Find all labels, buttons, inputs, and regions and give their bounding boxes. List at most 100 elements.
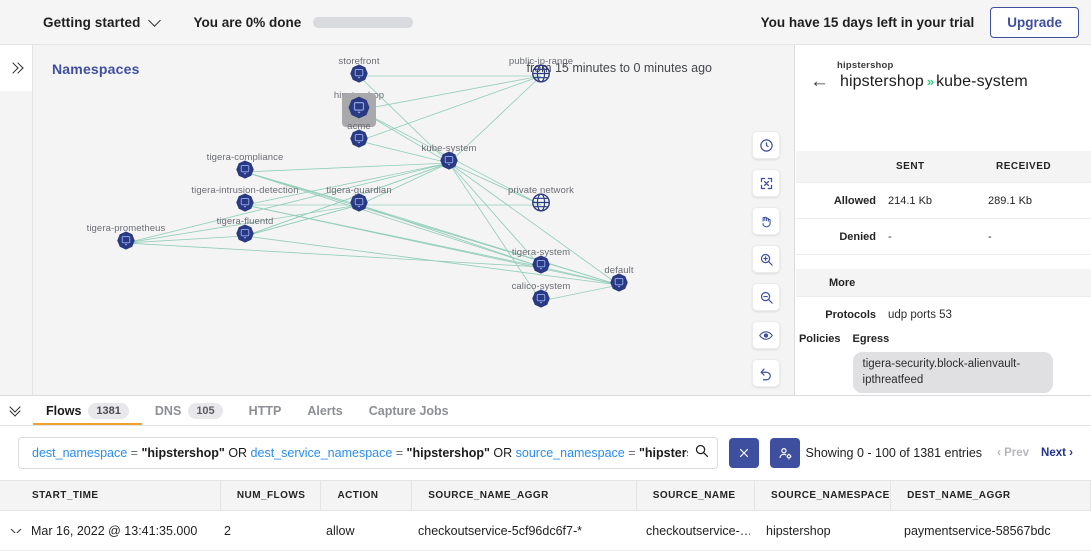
detail-header: ← hipstershop»kube-system [810, 72, 1028, 91]
allowed-sent: 214.1 Kb [888, 194, 933, 207]
graph-node-acme[interactable] [349, 129, 369, 154]
expand-icon[interactable] [752, 169, 780, 197]
detail-destination: kube-system [936, 72, 1028, 90]
policy-chip-list: tigera-security.block-alienvault-ipthrea… [852, 352, 1091, 395]
denied-sent: - [888, 230, 892, 243]
policies-row: Policies Egress tigera-security.block-al… [796, 321, 1091, 395]
undo-icon[interactable] [752, 359, 780, 387]
detail-namespace-label: hipstershop [837, 60, 894, 71]
graph-toolbar[interactable] [752, 131, 780, 395]
column-header-start_time[interactable]: START_TIME [16, 481, 221, 510]
eye-icon[interactable] [752, 321, 780, 349]
getting-started-dropdown[interactable]: Getting started [43, 14, 161, 30]
active-tab-underline [33, 422, 142, 425]
cell-source_name: checkoutservice-… [646, 523, 750, 538]
graph-node-tigera-prometheus[interactable] [116, 231, 136, 256]
column-header-dest_name_aggr[interactable]: DEST_NAME_AGGR [891, 481, 1091, 510]
policies-direction: Egress [852, 333, 890, 345]
policy-chip[interactable]: tigera-security.block-alienvault-ipthrea… [852, 352, 1053, 394]
onboarding-progress-bar [313, 16, 414, 28]
protocols-value: udp ports 53 [888, 309, 952, 321]
tab-http[interactable]: HTTP [236, 396, 295, 425]
query-token-val: "hipstershop" [639, 446, 688, 460]
double-chevron-right-icon [6, 61, 24, 74]
search-icon[interactable] [688, 443, 709, 463]
col-sent: SENT [896, 161, 925, 172]
pager[interactable]: ‹ Prev Next › [997, 447, 1073, 459]
cell-num_flows: 2 [224, 523, 231, 538]
graph-node-tigera-guardian[interactable] [349, 193, 369, 218]
tab-alerts[interactable]: Alerts [294, 396, 355, 425]
sidebar-expand-button[interactable] [0, 45, 33, 91]
denied-received: - [988, 230, 992, 243]
graph-node-hipstershop[interactable] [347, 96, 371, 125]
double-chevron-down-icon [9, 400, 23, 417]
more-section-header[interactable]: More [796, 269, 1091, 297]
detail-panel: hipstershop ← hipstershop»kube-system SE… [796, 45, 1091, 395]
column-header-source_name_aggr[interactable]: SOURCE_NAME_AGGR [412, 481, 637, 510]
search-input[interactable]: dest_namespace = "hipstershop" OR dest_s… [18, 437, 718, 469]
prev-page-button[interactable]: ‹ Prev [997, 447, 1030, 459]
protocols-label: Protocols [825, 309, 876, 321]
node-label-tigera-intrusion-detection: tigera-intrusion-detection [191, 185, 299, 196]
detail-source: hipstershop [840, 72, 924, 90]
user-settings-button[interactable] [770, 438, 800, 468]
showing-text: Showing 0 - 100 of 1381 entries [805, 446, 983, 460]
node-label-tigera-system: tigera-system [511, 247, 571, 258]
tab-label: Capture Jobs [368, 403, 449, 418]
graph-node-storefront[interactable] [349, 64, 369, 89]
node-label-calico-system: calico-system [511, 281, 571, 292]
zoom-in-icon[interactable] [752, 245, 780, 273]
graph-node-default[interactable] [609, 273, 629, 298]
filter-bar: dest_namespace = "hipstershop" OR dest_s… [0, 426, 1091, 480]
column-header-num_flows[interactable]: NUM_FLOWS [221, 481, 322, 510]
row-expand-chevron-icon[interactable] [0, 528, 31, 533]
query-token-field: dest_namespace [32, 446, 128, 460]
graph-node-kube-system[interactable] [439, 151, 459, 176]
cell-start_time: Mar 16, 2022 @ 13:41:35.000 [31, 523, 198, 538]
graph-node-tigera-fluentd[interactable] [235, 224, 255, 249]
graph-node-tigera-compliance[interactable] [235, 160, 255, 185]
pagination-summary: Showing 0 - 100 of 1381 entries ‹ Prev N… [806, 446, 1073, 460]
graph-node-private-network[interactable] [530, 191, 553, 219]
getting-started-label: Getting started [43, 14, 141, 30]
graph-node-tigera-intrusion-detection[interactable] [235, 193, 255, 218]
back-arrow-icon[interactable]: ← [810, 71, 829, 92]
traffic-summary-table: SENT RECEIVED Allowed 214.1 Kb 289.1 Kb … [796, 151, 1091, 395]
sidebar-rail [0, 91, 33, 395]
upgrade-button[interactable]: Upgrade [990, 6, 1079, 38]
tabs-divider [0, 425, 1091, 426]
column-header-source_name[interactable]: SOURCE_NAME [637, 481, 756, 510]
clock-icon[interactable] [752, 131, 780, 159]
graph-edges [125, 75, 620, 302]
tab-label: Alerts [307, 403, 343, 418]
graph-time-range: from 15 minutes to 0 minutes ago [526, 61, 712, 75]
service-graph-panel[interactable]: Namespaces from 15 minutes to 0 minutes … [33, 45, 795, 395]
node-label-tigera-guardian: tigera-guardian [326, 185, 392, 196]
column-header-action[interactable]: ACTION [321, 481, 413, 510]
graph-node-calico-system[interactable] [531, 289, 551, 314]
tab-label: HTTP [248, 403, 282, 418]
query-token-op: = [392, 446, 407, 460]
hand-icon[interactable] [752, 207, 780, 235]
collapse-panel-button[interactable] [0, 400, 33, 417]
next-page-button[interactable]: Next › [1041, 447, 1073, 459]
flow-arrow-icon: » [926, 73, 934, 89]
node-label-tigera-fluentd: tigera-fluentd [216, 216, 274, 227]
node-label-default: default [604, 265, 634, 276]
zoom-out-icon[interactable] [752, 283, 780, 311]
policies-label: Policies [798, 333, 841, 345]
graph-node-tigera-system[interactable] [531, 255, 551, 280]
graph-node-public-ip-range[interactable] [530, 62, 553, 90]
query-token-bool: OR [489, 446, 516, 460]
column-header-source_namespace[interactable]: SOURCE_NAMESPACE [755, 481, 892, 510]
clear-filter-button[interactable] [729, 438, 759, 468]
tab-capture-jobs[interactable]: Capture Jobs [356, 396, 462, 425]
